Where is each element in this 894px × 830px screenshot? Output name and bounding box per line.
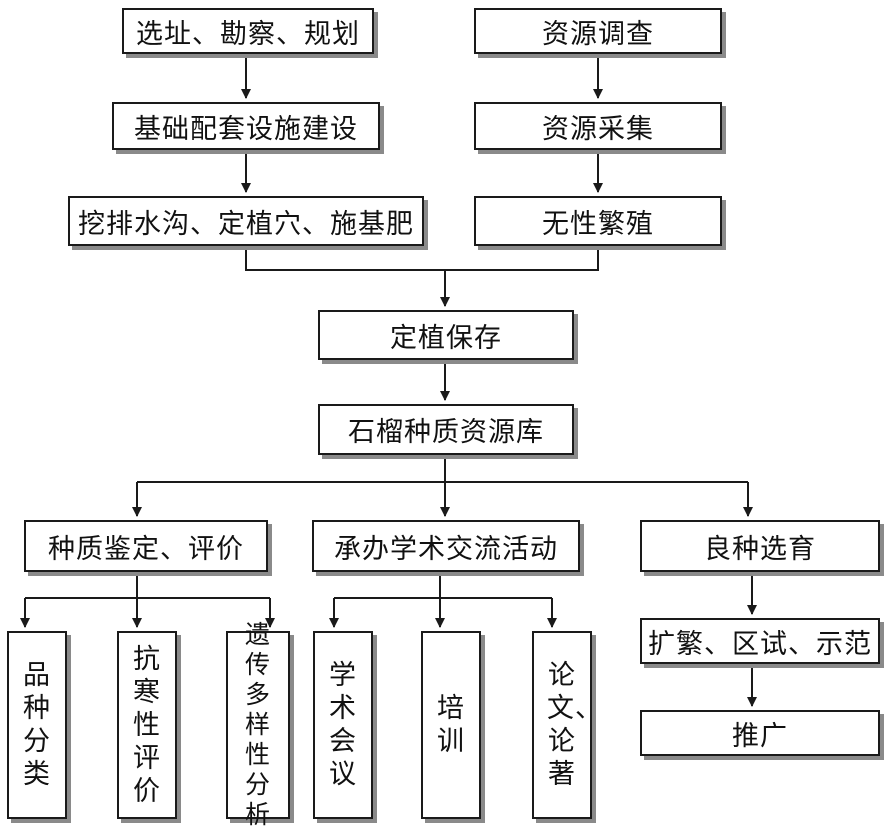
- node-promotion: 推广: [640, 710, 880, 756]
- node-label: 培训: [437, 693, 465, 757]
- node-planting-conservation: 定植保存: [318, 310, 574, 360]
- node-label: 良种选育: [704, 533, 816, 565]
- node-asexual-propagation: 无性繁殖: [474, 196, 722, 246]
- node-cold-resistance: 抗寒性评价: [117, 631, 177, 819]
- node-label: 资源调查: [542, 18, 654, 50]
- node-site-survey-planning: 选址、勘察、规划: [122, 8, 374, 54]
- node-label: 扩繁、区试、示范: [648, 628, 872, 660]
- node-germplasm-identification: 种质鉴定、评价: [24, 520, 268, 572]
- node-label: 抗寒性评价: [133, 643, 161, 807]
- node-label: 遗传多样性分析: [244, 620, 271, 829]
- node-label: 承办学术交流活动: [334, 533, 558, 565]
- node-label: 论文、论著: [547, 660, 603, 790]
- node-label: 无性繁殖: [542, 208, 654, 240]
- node-label: 品种分类: [23, 660, 51, 790]
- node-label: 基础配套设施建设: [134, 113, 358, 145]
- merge-line: [245, 246, 599, 271]
- node-label: 石榴种质资源库: [348, 417, 544, 448]
- node-label: 种质鉴定、评价: [48, 533, 244, 565]
- node-academic-conference: 学术会议: [313, 631, 373, 819]
- node-infrastructure: 基础配套设施建设: [112, 102, 380, 150]
- node-expansion-trial-demo: 扩繁、区试、示范: [640, 618, 880, 664]
- node-resource-collection: 资源采集: [474, 102, 722, 150]
- node-label: 推广: [732, 720, 788, 752]
- node-genetic-diversity: 遗传多样性分析: [226, 620, 290, 829]
- node-label: 选址、勘察、规划: [136, 18, 360, 50]
- node-training: 培训: [421, 631, 481, 819]
- node-label: 挖排水沟、定植穴、施基肥: [78, 208, 414, 240]
- node-variety-breeding: 良种选育: [640, 520, 880, 572]
- node-resource-survey: 资源调查: [474, 8, 722, 54]
- node-label: 定植保存: [390, 322, 502, 354]
- node-academic-exchange: 承办学术交流活动: [312, 520, 580, 572]
- node-ditch-planting: 挖排水沟、定植穴、施基肥: [68, 196, 424, 246]
- node-label: 资源采集: [542, 113, 654, 145]
- node-label: 学术会议: [329, 660, 357, 790]
- node-papers: 论文、论著: [532, 631, 603, 819]
- node-variety-classification: 品种分类: [7, 631, 67, 819]
- node-germplasm-bank: 石榴种质资源库: [318, 404, 574, 455]
